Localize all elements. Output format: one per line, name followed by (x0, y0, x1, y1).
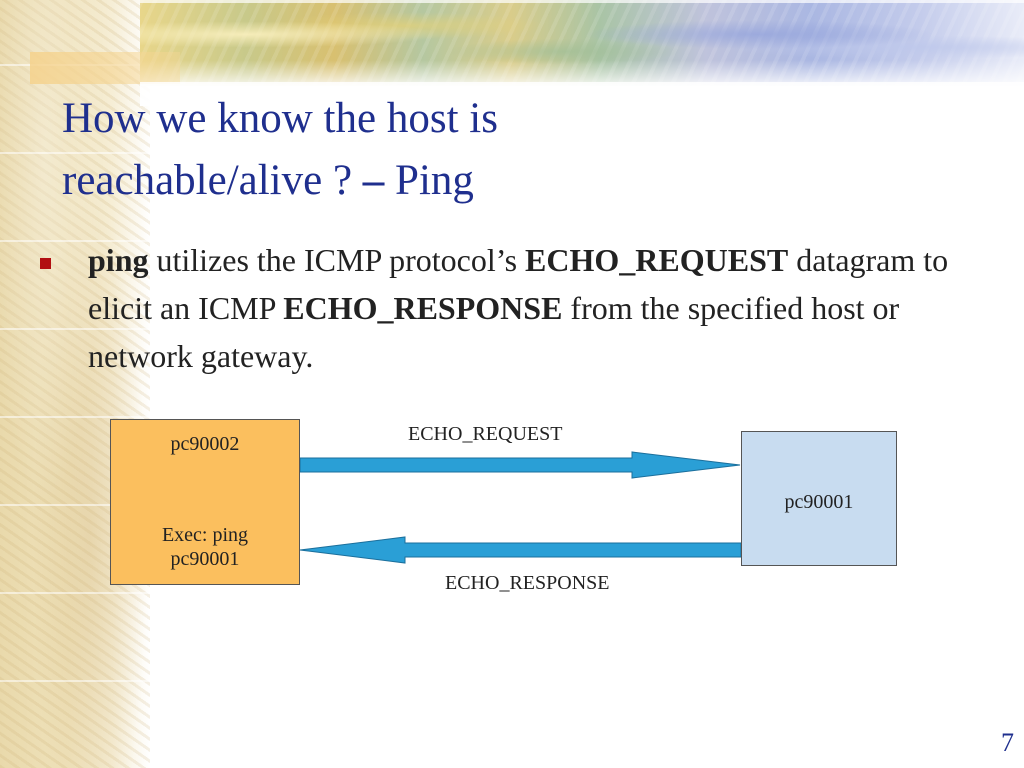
echo-request-label: ECHO_REQUEST (408, 423, 563, 445)
title-line-2-main: reachable/alive ? (62, 157, 353, 204)
bullet-text-part-2: datagram to elicit an ICMP (88, 242, 949, 326)
source-command: Exec: ping pc90001 (111, 523, 299, 571)
bullet-term-echo-response: ECHO_RESPONSE (283, 290, 563, 326)
echo-response-label: ECHO_RESPONSE (445, 572, 610, 594)
title-line-1: How we know the host is (62, 95, 498, 142)
background-banner-fade (140, 82, 1024, 106)
bullet-text-part-3: from the specified host or network gatew… (88, 290, 900, 374)
slide-title: How we know the host is reachable/alive … (62, 88, 662, 212)
echo-request-arrow (299, 451, 741, 479)
source-host-name: pc90002 (170, 433, 240, 455)
bullet-text: ping utilizes the ICMP protocol’s ECHO_R… (88, 236, 980, 380)
bullet-command: ping (88, 242, 149, 278)
bullet-term-echo-request: ECHO_REQUEST (525, 242, 789, 278)
source-command-line-1: Exec: ping (161, 524, 249, 546)
source-command-line-2: pc90001 (170, 548, 240, 570)
target-host-box: pc90001 (741, 431, 897, 566)
echo-response-arrow (299, 536, 742, 564)
bullet-square-icon (40, 258, 51, 269)
background-accent-block (30, 52, 180, 84)
background-texture-left (0, 0, 150, 768)
title-line-2-tail: Ping (395, 157, 474, 204)
bullet-text-part-1: utilizes the ICMP protocol’s (148, 242, 526, 278)
source-host-box: pc90002 Exec: ping pc90001 (110, 419, 300, 585)
slide-number: 7 (1001, 728, 1014, 757)
background-banner-top (140, 0, 1024, 86)
title-line-2: reachable/alive ? – Ping (62, 150, 662, 212)
target-host-name: pc90001 (784, 491, 854, 513)
bullet-item: ping utilizes the ICMP protocol’s ECHO_R… (40, 236, 980, 380)
title-dash: – (362, 157, 385, 204)
background-top-edge (140, 0, 1024, 3)
